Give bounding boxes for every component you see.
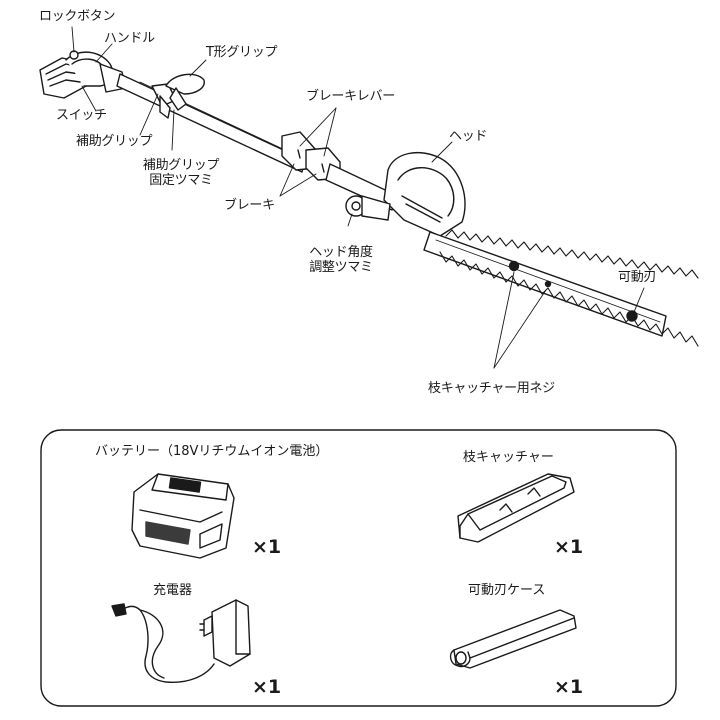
accessory-name-battery: バッテリー（18Vリチウムイオン電池） — [95, 444, 329, 459]
label-head: ヘッド — [449, 129, 488, 144]
branch-catcher-illustration — [457, 473, 575, 543]
label-t-grip: T形グリップ — [206, 45, 278, 60]
label-lock-button: ロックボタン — [39, 9, 116, 24]
label-brake-lever: ブレーキレバー — [306, 89, 395, 104]
accessory-qty-branch-catcher: ×1 — [554, 536, 584, 558]
label-blade: 可動刃 — [618, 270, 657, 285]
accessory-qty-battery: ×1 — [252, 536, 282, 558]
label-aux-grip: 補助グリップ — [76, 134, 153, 149]
label-aux-grip-knob-line2: 固定ツマミ — [149, 173, 213, 188]
label-aux-grip-knob: 補助グリップ 固定ツマミ — [136, 158, 226, 188]
accessory-name-blade-case: 可動刃ケース — [468, 583, 546, 598]
label-brake: ブレーキ — [224, 198, 275, 213]
label-head-angle-knob: ヘッド角度 調整ツマミ — [296, 245, 386, 275]
label-head-angle-knob-line2: 調整ツマミ — [309, 260, 373, 275]
label-aux-grip-knob-line1: 補助グリップ — [142, 158, 220, 173]
label-switch: スイッチ — [56, 108, 107, 123]
blade-teeth — [439, 229, 699, 347]
label-handle: ハンドル — [104, 31, 155, 46]
label-catcher-screw: 枝キャッチャー用ネジ — [428, 381, 555, 396]
blade-screws — [508, 260, 638, 322]
accessory-qty-charger: ×1 — [252, 676, 282, 698]
blade-case-illustration — [449, 609, 577, 669]
accessory-qty-blade-case: ×1 — [554, 676, 584, 698]
label-head-angle-knob-line1: ヘッド角度 — [309, 245, 373, 260]
charger-illustration — [111, 599, 251, 683]
accessory-name-charger: 充電器 — [153, 583, 193, 598]
battery-illustration — [131, 473, 235, 559]
accessory-name-branch-catcher: 枝キャッチャー — [463, 450, 554, 465]
leader-lines — [71, 26, 645, 369]
accessories-frame — [40, 429, 677, 707]
